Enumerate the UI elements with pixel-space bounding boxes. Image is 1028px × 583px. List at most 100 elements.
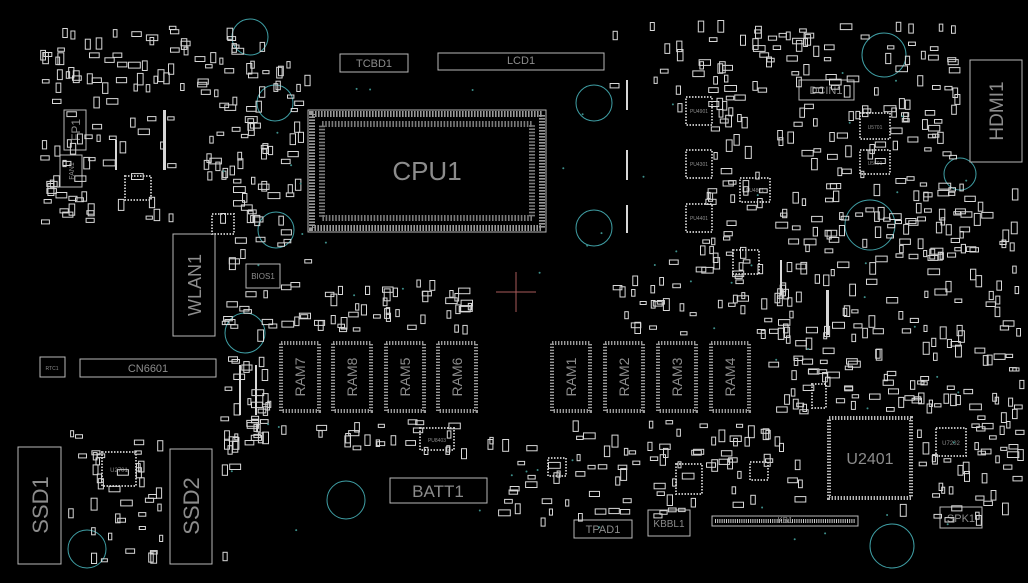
passive-component	[872, 328, 884, 335]
passive-component	[1005, 353, 1014, 358]
passive-component	[862, 238, 868, 248]
passive-component	[937, 251, 943, 261]
passive-component	[758, 188, 768, 194]
component-strip	[239, 365, 241, 415]
passive-component	[294, 316, 300, 327]
ram3-chip[interactable]: RAM3	[656, 341, 698, 413]
u7202-chip[interactable]: U7202	[935, 427, 967, 457]
bios1-chip[interactable]: BIOS1	[245, 263, 281, 289]
passive-component	[576, 454, 581, 462]
passive-component	[66, 111, 77, 118]
tpad1-label: TPAD1	[586, 524, 621, 536]
lcd1-connector[interactable]: LCD1	[437, 52, 605, 71]
kb1-connector[interactable]: KB1	[711, 515, 859, 527]
pu8403-chip[interactable]: PU8403	[419, 427, 455, 451]
passive-component	[725, 251, 734, 256]
u2401-chip[interactable]: U2401	[827, 416, 913, 500]
passive-component	[138, 526, 146, 530]
passive-component	[824, 248, 834, 254]
passive-component	[117, 61, 128, 68]
passive-component	[290, 108, 298, 113]
passive-component	[835, 398, 846, 404]
passive-component	[1010, 221, 1018, 235]
passive-component	[922, 341, 930, 355]
ram8-chip[interactable]: RAM8	[331, 341, 373, 413]
passive-component	[676, 49, 684, 62]
batt1-connector[interactable]: BATT1	[389, 477, 488, 504]
passive-component	[52, 98, 62, 105]
passive-component	[904, 99, 911, 110]
passive-component	[647, 441, 653, 451]
ram4-chip[interactable]: RAM4	[709, 341, 751, 413]
passive-component	[887, 45, 895, 50]
ram2-label: RAM2	[616, 357, 632, 396]
pu4301-chip[interactable]: PU4301	[685, 149, 713, 179]
passive-component	[502, 439, 510, 452]
rtc1-connector[interactable]: RTC1	[39, 356, 66, 378]
passive-component	[862, 108, 872, 114]
passive-component	[1008, 397, 1014, 407]
pu4401-chip[interactable]: PU4401	[685, 203, 713, 233]
cn6601-connector[interactable]: CN6601	[79, 358, 217, 378]
passive-component	[446, 430, 452, 439]
pu4801-chip[interactable]: PU4801	[739, 177, 771, 203]
passive-component	[415, 420, 425, 426]
hdmi1-connector[interactable]: HDMI1	[969, 59, 1023, 163]
u5701-chip[interactable]: U5701	[859, 112, 891, 140]
passive-component	[710, 126, 720, 132]
via	[290, 164, 293, 167]
pu4901-chip[interactable]: PU4901	[685, 96, 713, 126]
passive-component	[62, 160, 72, 166]
passive-component	[898, 98, 905, 110]
passive-component	[924, 110, 936, 116]
passive-component	[54, 145, 61, 157]
passive-component	[792, 191, 799, 204]
passive-component	[942, 151, 952, 157]
passive-component	[261, 318, 274, 326]
passive-component	[778, 319, 791, 326]
ram7-chip[interactable]: RAM7	[279, 341, 321, 413]
passive-component	[989, 435, 997, 440]
cpu1-footprint[interactable]: CPU1	[307, 109, 547, 233]
ram1-chip[interactable]: RAM1	[550, 341, 592, 413]
ssd1-connector[interactable]: SSD1	[17, 446, 62, 565]
passive-component	[677, 461, 682, 469]
fan1-connector[interactable]: FAN1	[59, 154, 83, 188]
passive-component	[677, 103, 683, 113]
passive-component	[102, 82, 109, 94]
passive-component	[775, 221, 789, 229]
ram5-chip[interactable]: RAM5	[384, 341, 426, 413]
passive-component	[83, 156, 91, 170]
passive-component	[287, 184, 293, 194]
passive-component	[210, 52, 217, 64]
passive-component	[901, 328, 912, 334]
mounting-hole	[256, 84, 294, 122]
passive-component	[801, 149, 814, 157]
tcbd1-connector[interactable]: TCBD1	[339, 53, 409, 73]
passive-component	[91, 552, 98, 565]
ram6-chip[interactable]: RAM6	[436, 341, 478, 413]
passive-component	[233, 200, 245, 207]
passive-component	[676, 428, 681, 437]
passive-component	[57, 52, 65, 66]
via	[353, 294, 356, 297]
passive-component	[46, 180, 58, 188]
passive-component	[219, 57, 224, 65]
wlan1-connector[interactable]: WLAN1	[172, 233, 216, 337]
passive-component	[801, 198, 807, 207]
ssd2-connector[interactable]: SSD2	[169, 448, 213, 565]
passive-component	[779, 442, 784, 452]
passive-component	[837, 167, 843, 177]
fp1-connector[interactable]: FP1	[63, 109, 87, 151]
kbbl1-connector[interactable]: KBBL1	[647, 509, 691, 537]
passive-component	[933, 352, 938, 361]
ram2-chip[interactable]: RAM2	[603, 341, 645, 413]
via	[562, 167, 565, 170]
passive-component	[874, 226, 882, 238]
via	[586, 244, 589, 247]
passive-component	[659, 277, 665, 286]
passive-component	[772, 45, 782, 50]
passive-component	[851, 394, 860, 399]
tpad1-connector[interactable]: TPAD1	[573, 519, 633, 539]
passive-component	[873, 183, 881, 197]
